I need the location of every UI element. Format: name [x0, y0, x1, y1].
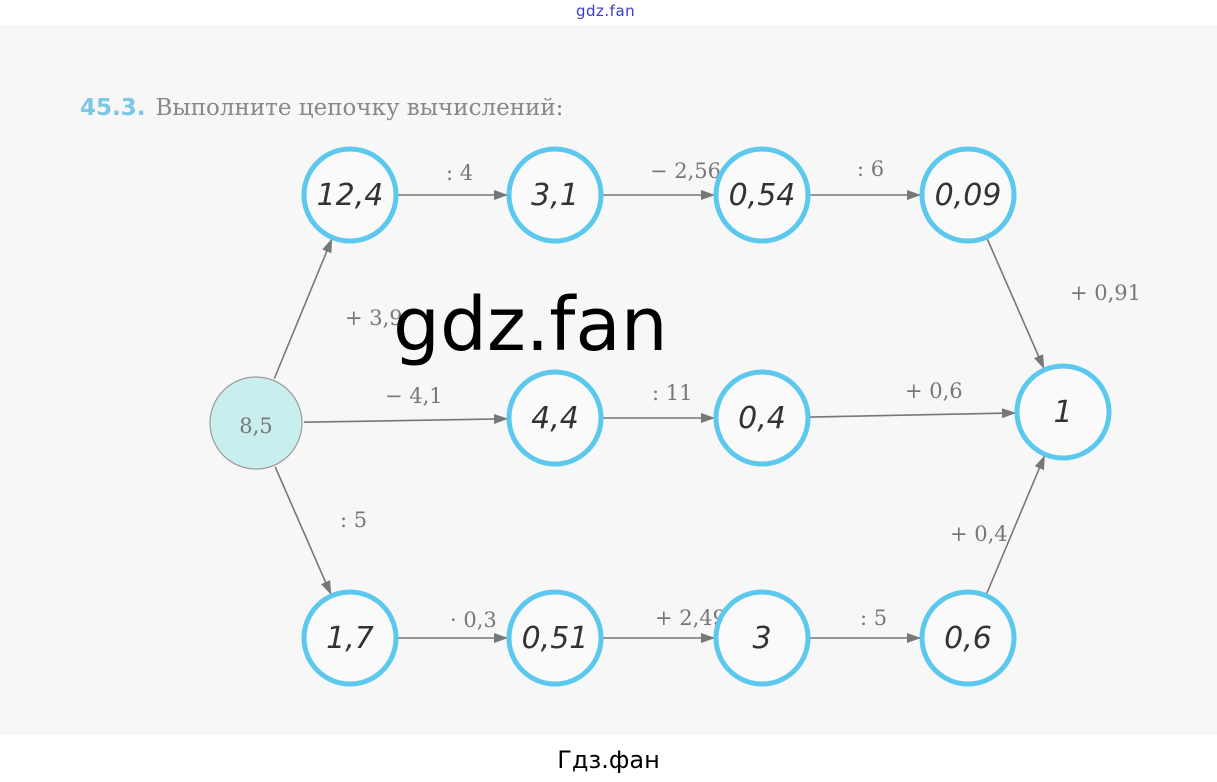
start-node-circle — [209, 376, 303, 470]
operation-label: + 0,4 — [950, 522, 1008, 546]
arrow-start-b1 — [274, 466, 332, 595]
exercise-text: Выполните цепочку вычислений: — [155, 95, 564, 121]
arrow-b4-end — [985, 455, 1046, 595]
textbook-page — [0, 25, 1217, 735]
operation-label: · 0,3 — [450, 608, 497, 632]
answer-circle — [506, 146, 604, 244]
exercise-title: 45.3. Выполните цепочку вычислений: — [80, 95, 563, 121]
answer-circle — [919, 589, 1017, 687]
operation-label: : 5 — [860, 606, 887, 630]
answer-circle — [301, 146, 399, 244]
answer-circle — [301, 589, 399, 687]
arrow-start-t1 — [273, 238, 333, 379]
answer-value: 0,09 — [935, 178, 1002, 213]
operation-label: + 0,91 — [1070, 281, 1141, 305]
site-link[interactable]: gdz.fan — [576, 2, 636, 20]
answer-value: 1 — [1053, 395, 1072, 430]
answer-value: 0,4 — [738, 401, 786, 436]
arrow-t4-end — [986, 238, 1045, 369]
answer-value: 4,4 — [531, 401, 579, 436]
answer-circle — [506, 589, 604, 687]
exercise-number: 45.3. — [80, 95, 146, 121]
operation-label: : 5 — [340, 508, 367, 532]
answer-circle — [713, 369, 811, 467]
operation-label: : 11 — [652, 381, 692, 405]
operation-label: + 3,9 — [345, 306, 403, 330]
operation-label: + 2,49 — [655, 606, 726, 630]
answer-value: 12,4 — [317, 178, 384, 213]
watermark: gdz.fan — [393, 282, 668, 368]
operation-label: : 6 — [857, 157, 884, 181]
answer-value: 0,54 — [729, 178, 796, 213]
top-bar: gdz.fan — [0, 0, 1217, 25]
operation-label: − 4,1 — [385, 384, 443, 408]
answer-circle — [713, 589, 811, 687]
answer-circle — [506, 369, 604, 467]
start-value: 8,5 — [239, 414, 272, 438]
answer-value: 0,6 — [944, 621, 992, 656]
answer-circle — [1014, 363, 1112, 461]
answer-value: 1,7 — [326, 621, 374, 656]
caption: Гдз.фан — [557, 746, 660, 774]
arrow-m2-end — [809, 408, 1017, 419]
operation-label: + 0,6 — [905, 379, 963, 403]
operation-label: : 4 — [446, 161, 473, 185]
answer-value: 3,1 — [531, 178, 579, 213]
operation-label: − 2,56 — [650, 159, 721, 183]
answer-circle — [919, 146, 1017, 244]
answer-value: 3 — [752, 621, 771, 656]
answer-value: 0,51 — [522, 621, 589, 656]
arrow-start-m1 — [303, 414, 509, 425]
answer-circle — [713, 146, 811, 244]
